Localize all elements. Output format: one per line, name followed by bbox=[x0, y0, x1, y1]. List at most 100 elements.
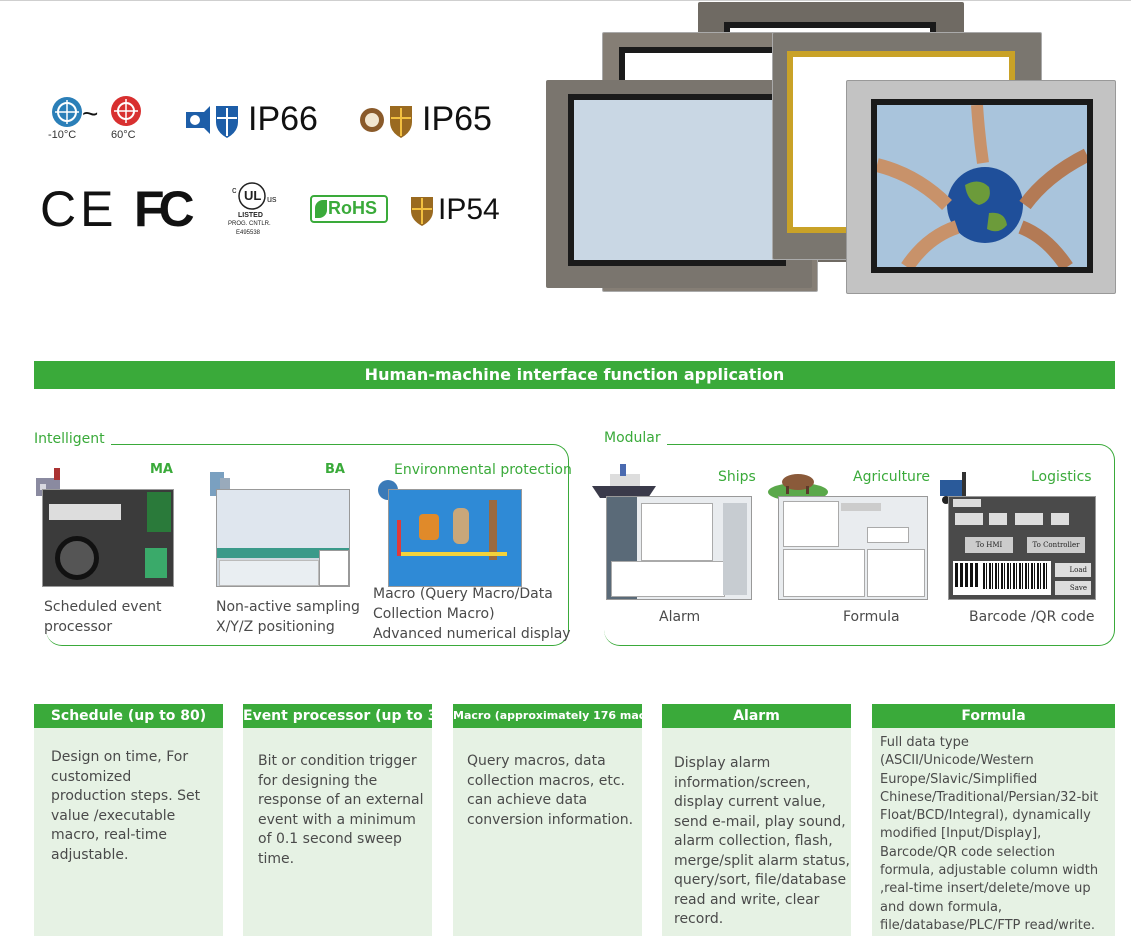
feature-card-line: time. bbox=[258, 850, 295, 867]
alarm-caption: Alarm bbox=[659, 609, 701, 625]
intelligent-tag-env: Environmental protection bbox=[394, 462, 572, 478]
leaf-icon bbox=[315, 200, 327, 218]
hmi-panel-front bbox=[846, 80, 1116, 294]
formula-caption: Formula bbox=[843, 609, 900, 625]
feature-card-title: Event processor (up to 32) bbox=[243, 704, 453, 728]
barcode-screen-thumbnail: To HMI To Controller Load Save bbox=[948, 496, 1096, 600]
feature-card-title: Alarm bbox=[662, 704, 851, 728]
barcode-area bbox=[953, 561, 1051, 595]
ip66-badge: IP66 bbox=[184, 100, 334, 140]
feature-card-line: collection macros, etc. bbox=[467, 772, 625, 789]
plug-shield-icon bbox=[186, 106, 238, 138]
feature-card-line: modified [Input/Display], bbox=[880, 826, 1042, 842]
ul-listed: LISTED bbox=[238, 212, 263, 219]
feature-card-title: Macro (approximately 176 macros) bbox=[453, 704, 670, 728]
hmi-panels-image bbox=[546, 0, 1126, 300]
ip65-label: IP65 bbox=[422, 100, 492, 138]
tilde: ~ bbox=[82, 98, 99, 129]
globe-hands-image bbox=[877, 105, 1087, 267]
modular-group-box bbox=[604, 444, 1115, 646]
alarm-screen-thumbnail bbox=[606, 496, 752, 600]
ul-c: c bbox=[232, 185, 237, 195]
section-banner: Human-machine interface function applica… bbox=[34, 361, 1115, 389]
feature-card-line: Design on time, For bbox=[51, 749, 189, 765]
ul-listed-mark: c UL us LISTED PROG. CNTLR. E495538 bbox=[226, 180, 282, 242]
feature-card-line: alarm collection, flash, bbox=[674, 833, 833, 849]
feature-card-line: Barcode/QR code selection bbox=[880, 844, 1055, 860]
load-button: Load bbox=[1055, 563, 1091, 577]
shield-icon bbox=[411, 197, 433, 226]
ul-num: E495538 bbox=[236, 230, 261, 236]
temp-low-label: -10°C bbox=[48, 129, 77, 141]
feature-card-line: merge/split alarm status, bbox=[674, 852, 850, 869]
feature-card-line: can achieve data bbox=[467, 792, 588, 808]
ip65-badge: IP65 bbox=[358, 100, 508, 140]
feature-card-line: for designing the bbox=[258, 772, 378, 789]
qr-code-icon bbox=[955, 563, 979, 587]
temp-high-label: 60°C bbox=[111, 129, 136, 141]
feature-card-line: information/screen, bbox=[674, 774, 811, 791]
intelligent-title: Intelligent bbox=[34, 431, 111, 447]
feature-card-line: event with a minimum bbox=[258, 811, 416, 828]
ul-us: us bbox=[267, 194, 277, 204]
ip54-label: IP54 bbox=[438, 193, 500, 226]
rohs-mark: RoHS bbox=[310, 195, 388, 223]
temperature-range-icon: ~ -10°C 60°C bbox=[48, 94, 148, 146]
feature-card-line: conversion information. bbox=[467, 811, 634, 828]
dust-shield-icon bbox=[360, 106, 412, 138]
feature-card-line: record. bbox=[674, 911, 724, 927]
feature-card-line: formula, adjustable column width bbox=[880, 863, 1099, 879]
ma-screen-thumbnail bbox=[42, 489, 174, 587]
ce-mark: CE bbox=[40, 181, 118, 237]
feature-card-line: adjustable. bbox=[51, 846, 129, 863]
ma-caption: Scheduled event processor bbox=[44, 599, 162, 635]
ul-circle-icon bbox=[238, 182, 266, 210]
feature-card-line: production steps. Set bbox=[51, 788, 201, 804]
feature-card-line: Full data type bbox=[880, 735, 969, 750]
ship-icon bbox=[590, 462, 660, 502]
feature-card-line: Float/BCD/Integral), dynamically bbox=[880, 808, 1091, 824]
intelligent-tag-ma: MA bbox=[150, 462, 173, 477]
hmi-panel-front-left bbox=[546, 80, 812, 288]
feature-card-line: read and write, clear bbox=[674, 891, 820, 908]
intelligent-tag-ba: BA bbox=[325, 462, 345, 477]
feature-card-line: (ASCII/Unicode/Western bbox=[880, 753, 1034, 769]
modular-tag-logistics: Logistics bbox=[1031, 469, 1092, 485]
feature-card-line: Europe/Slavic/Simplified bbox=[880, 771, 1038, 787]
ul-text: UL bbox=[244, 188, 262, 203]
feature-card-line: of 0.1 second sweep bbox=[258, 831, 402, 847]
fcc-mark: FC bbox=[134, 181, 195, 237]
ip54-badge: IP54 bbox=[410, 193, 510, 229]
barcode-icon bbox=[983, 563, 1047, 589]
feature-card-line: Display alarm bbox=[674, 755, 771, 771]
feature-card-line: query/sort, file/database bbox=[674, 872, 847, 888]
feature-card-line: send e-mail, play sound, bbox=[674, 813, 846, 830]
ul-prog: PROG. CNTLR. bbox=[228, 221, 271, 227]
top-divider bbox=[0, 0, 1131, 1]
env-caption: Macro (Query Macro/Data Collection Macro… bbox=[373, 586, 571, 642]
formula-screen-thumbnail bbox=[778, 496, 928, 600]
feature-card: Event processor (up to 32) Bit or conditi… bbox=[243, 704, 453, 936]
feature-card-line: display current value, bbox=[674, 794, 826, 810]
feature-card-body: Query macros, data collection macros, etc… bbox=[453, 728, 642, 936]
feature-card: Macro (approximately 176 macros)Query ma… bbox=[453, 704, 670, 936]
snowflake-sun-icon bbox=[52, 96, 141, 127]
feature-card-line: Bit or condition trigger bbox=[258, 753, 417, 769]
feature-card-body: Display alarm information/screen, display … bbox=[662, 728, 851, 936]
feature-card-title: Schedule (up to 80) bbox=[34, 704, 223, 728]
intelligent-group-box bbox=[46, 444, 569, 646]
feature-card-line: value /executable bbox=[51, 807, 176, 824]
modular-tag-ships: Ships bbox=[718, 469, 756, 485]
save-button: Save bbox=[1055, 581, 1091, 595]
feature-card-line: Query macros, data bbox=[467, 753, 606, 769]
feature-card-line: macro, real-time bbox=[51, 827, 168, 843]
feature-card-line: and down formula, bbox=[880, 899, 1003, 915]
ip66-label: IP66 bbox=[248, 100, 318, 138]
to-controller-button: To Controller bbox=[1027, 537, 1085, 553]
feature-card-line: Chinese/Traditional/Persian/32-bit bbox=[880, 789, 1099, 805]
